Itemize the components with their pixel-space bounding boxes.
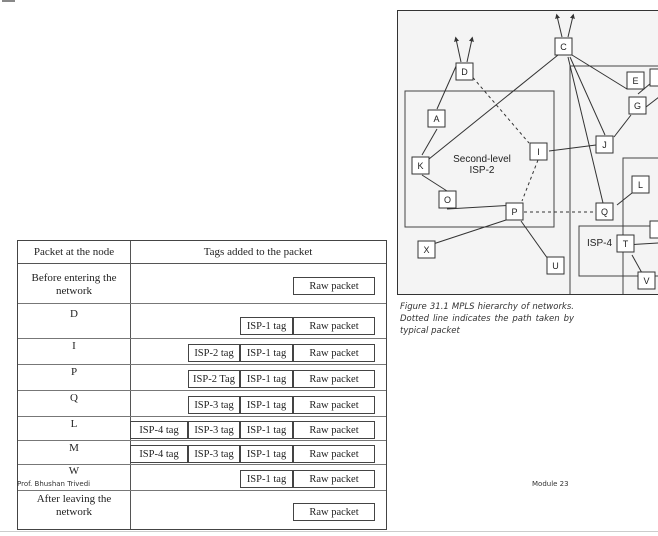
tag-box: ISP-3 tag	[188, 396, 240, 414]
isp1-right-region	[569, 65, 658, 294]
tag-box: ISP-4 tag	[130, 421, 188, 439]
table-row: Q ISP-3 tag ISP-1 tag Raw packet	[18, 391, 386, 417]
node-c: C	[554, 37, 573, 56]
node-p: P	[505, 202, 524, 221]
tag-box: ISP-2 Tag	[188, 370, 240, 388]
isp2-label: ISP-2	[469, 165, 494, 176]
raw-packet-box: Raw packet	[293, 317, 375, 335]
footer-module: Module 23	[532, 480, 569, 488]
svg-text:D: D	[461, 67, 468, 77]
raw-packet-box: Raw packet	[293, 445, 375, 463]
table-row: P ISP-2 Tag ISP-1 tag Raw packet	[18, 365, 386, 391]
cropped-node	[649, 68, 658, 87]
tag-box: ISP-1 tag	[240, 396, 293, 414]
node-g: G	[628, 96, 647, 115]
svg-text:K: K	[417, 161, 423, 171]
tag-box: ISP-1 tag	[240, 421, 293, 439]
solid-links	[421, 54, 658, 274]
row-node: P	[70, 366, 78, 378]
node-a: A	[427, 109, 446, 128]
isp2-label: Second-level	[453, 154, 511, 165]
packet-path-dotted	[468, 72, 596, 213]
tag-box: ISP-3 tag	[188, 421, 240, 439]
tag-box: ISP-1 tag	[240, 445, 293, 463]
row-node: D	[70, 308, 78, 320]
cropped-node	[649, 220, 658, 239]
row-node: Before entering the network	[31, 272, 117, 297]
isp2-region	[404, 90, 555, 228]
table-row: M ISP-4 tag ISP-3 tag ISP-1 tag Raw pack…	[18, 441, 386, 465]
node-l: L	[631, 175, 650, 194]
tag-box: ISP-2 tag	[188, 344, 240, 362]
svg-text:A: A	[433, 114, 439, 124]
node-i: I	[529, 142, 548, 161]
svg-text:E: E	[632, 76, 638, 86]
raw-packet-box: Raw packet	[293, 370, 375, 388]
tag-box: ISP-1 tag	[240, 344, 293, 362]
header-node: Packet at the node	[33, 246, 115, 258]
node-o: O	[438, 190, 457, 209]
tag-box: ISP-4 tag	[130, 445, 188, 463]
node-x: X	[417, 240, 436, 259]
raw-packet-box: Raw packet	[293, 421, 375, 439]
raw-packet-box: Raw packet	[293, 503, 375, 521]
column-divider	[130, 241, 131, 529]
node-t: T	[616, 234, 635, 253]
node-u: U	[546, 256, 565, 275]
row-node: I	[72, 340, 76, 352]
svg-text:L: L	[638, 180, 643, 190]
top-left-mark	[2, 0, 15, 2]
network-svg: Second-level ISP-2 ISP-4 C D A K O X	[404, 13, 658, 294]
node-j: J	[595, 135, 614, 154]
header-divider	[18, 263, 386, 264]
svg-text:P: P	[511, 207, 517, 217]
svg-text:J: J	[602, 140, 607, 150]
tag-box: ISP-1 tag	[240, 470, 293, 488]
tag-box: ISP-1 tag	[240, 370, 293, 388]
table-row: I ISP-2 tag ISP-1 tag Raw packet	[18, 339, 386, 365]
table-row: W ISP-1 tag Raw packet	[18, 465, 386, 491]
mpls-network-diagram: Second-level ISP-2 ISP-4 C D A K O X	[397, 10, 658, 295]
tag-table: Packet at the node Tags added to the pac…	[17, 240, 387, 530]
svg-text:V: V	[643, 276, 649, 286]
bottom-divider	[0, 531, 658, 532]
node-e: E	[626, 71, 645, 90]
node-q: Q	[595, 202, 614, 221]
svg-text:G: G	[634, 101, 641, 111]
row-node: L	[70, 418, 78, 430]
raw-packet-box: Raw packet	[293, 396, 375, 414]
svg-text:U: U	[552, 261, 559, 271]
isp3-region	[622, 157, 658, 294]
svg-text:I: I	[537, 147, 540, 157]
table-row: L ISP-4 tag ISP-3 tag ISP-1 tag Raw pack…	[18, 417, 386, 441]
figure-caption: Figure 31.1 MPLS hierarchy of networks. …	[400, 302, 574, 336]
table-row: Before entering the network Raw packet	[18, 264, 386, 304]
svg-text:X: X	[423, 245, 429, 255]
raw-packet-box: Raw packet	[293, 277, 375, 295]
tag-box: ISP-3 tag	[188, 445, 240, 463]
node-v: V	[637, 271, 656, 290]
table-row: After leaving the network Raw packet	[18, 491, 386, 529]
row-node: W	[68, 465, 80, 477]
row-node: M	[69, 442, 79, 454]
svg-text:O: O	[444, 195, 451, 205]
outgoing-arrows	[454, 13, 575, 63]
svg-text:T: T	[623, 239, 629, 249]
isp4-label: ISP-4	[587, 238, 612, 249]
isp4-region	[578, 225, 658, 277]
svg-text:C: C	[560, 42, 567, 52]
raw-packet-box: Raw packet	[293, 470, 375, 488]
header-tags: Tags added to the packet	[203, 246, 313, 258]
footer-author: Prof. Bhushan Trivedi	[17, 480, 91, 488]
raw-packet-box: Raw packet	[293, 344, 375, 362]
row-node: Q	[70, 392, 78, 404]
tag-box: ISP-1 tag	[240, 317, 293, 335]
row-node: After leaving the network	[36, 493, 112, 518]
svg-text:Q: Q	[601, 207, 608, 217]
node-d: D	[455, 62, 474, 81]
node-k: K	[411, 156, 430, 175]
table-row: D ISP-1 tag Raw packet	[18, 304, 386, 339]
